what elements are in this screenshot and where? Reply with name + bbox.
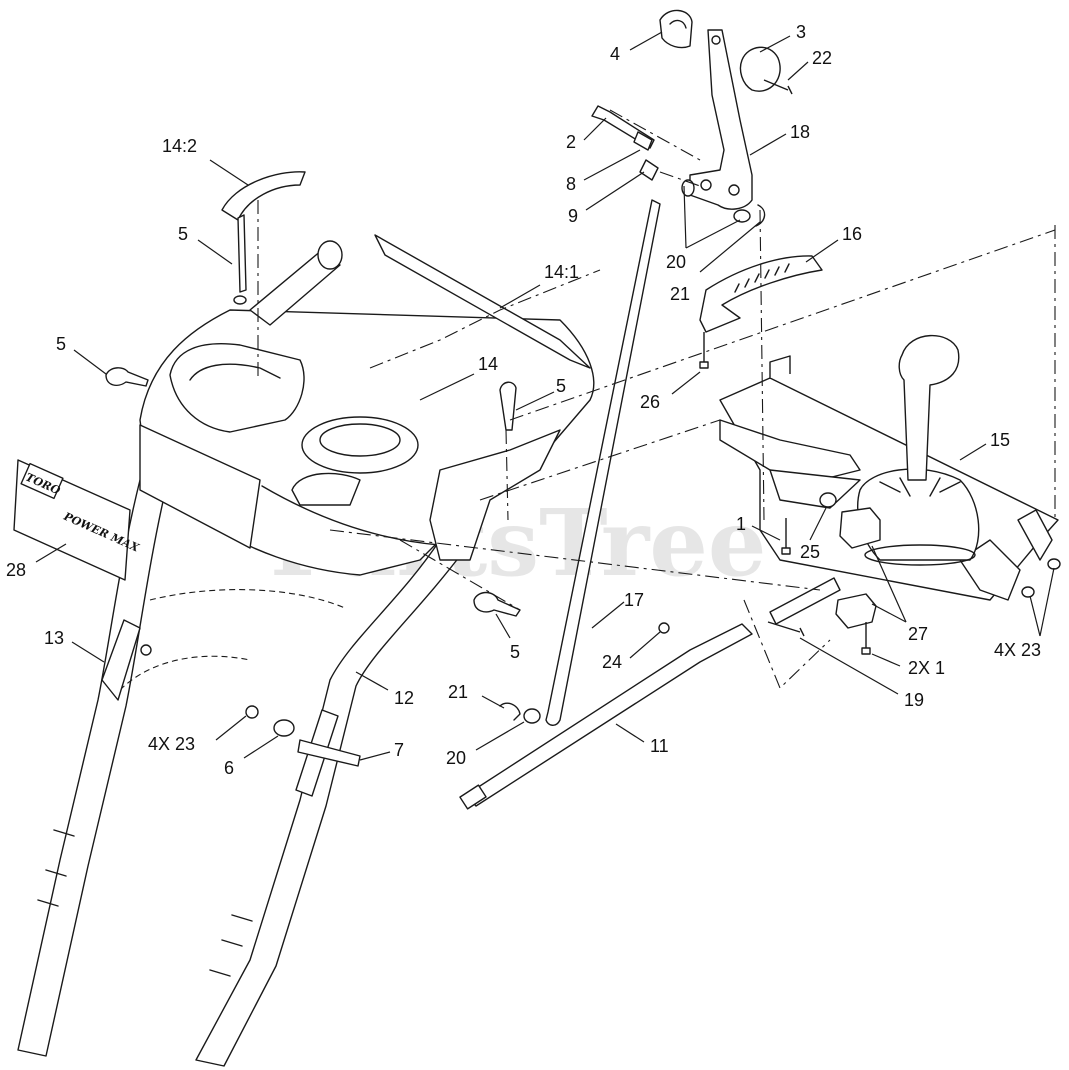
decal-part-14-1 <box>374 234 591 369</box>
callout-13[interactable]: 13 <box>44 628 64 648</box>
callout-16[interactable]: 16 <box>842 224 862 244</box>
callout-22[interactable]: 22 <box>812 48 832 68</box>
callout-14-2[interactable]: 14:2 <box>162 136 197 156</box>
callout-20-upper[interactable]: 20 <box>666 252 686 272</box>
callout-14-1[interactable]: 14:1 <box>544 262 579 282</box>
callout-5-center[interactable]: 5 <box>556 376 566 396</box>
callout-9[interactable]: 9 <box>568 206 578 226</box>
callout-5-left[interactable]: 5 <box>56 334 66 354</box>
callout-20-lower[interactable]: 20 <box>446 748 466 768</box>
decal-part-14-2 <box>221 171 306 221</box>
callout-21-upper[interactable]: 21 <box>670 284 690 304</box>
callout-6[interactable]: 6 <box>224 758 234 778</box>
callout-5-upper-left[interactable]: 5 <box>178 224 188 244</box>
callout-7[interactable]: 7 <box>394 740 404 760</box>
callout-labels: 4 3 22 2 18 14:2 8 9 5 20 16 14:1 21 5 1… <box>6 22 1041 778</box>
panel-part-15 <box>719 334 1059 601</box>
leader-lines <box>35 31 1055 761</box>
link-part-11 <box>465 623 753 807</box>
rod-part-17 <box>545 199 661 726</box>
callout-21-lower[interactable]: 21 <box>448 682 468 702</box>
callout-1-upper[interactable]: 1 <box>736 514 746 534</box>
shift-plate-part-16 <box>699 255 823 333</box>
switch-part-27b <box>835 593 877 629</box>
callout-18[interactable]: 18 <box>790 122 810 142</box>
assembly-lines <box>257 109 1056 689</box>
console-part-14 <box>139 309 595 576</box>
callout-12[interactable]: 12 <box>394 688 414 708</box>
decal-part-28: TORO POWER MAX <box>13 459 141 581</box>
knob-part-4 <box>659 9 693 49</box>
callout-17[interactable]: 17 <box>624 590 644 610</box>
callout-4x23-right[interactable]: 4X 23 <box>994 640 1041 660</box>
callout-8[interactable]: 8 <box>566 174 576 194</box>
callout-26[interactable]: 26 <box>640 392 660 412</box>
callout-3[interactable]: 3 <box>796 22 806 42</box>
callout-2x1[interactable]: 2X 1 <box>908 658 945 678</box>
callout-27[interactable]: 27 <box>908 624 928 644</box>
grip-part <box>249 249 341 326</box>
callout-4x23-left[interactable]: 4X 23 <box>148 734 195 754</box>
callout-2[interactable]: 2 <box>566 132 576 152</box>
callout-19[interactable]: 19 <box>904 690 924 710</box>
callout-4[interactable]: 4 <box>610 44 620 64</box>
shift-lever-part-18 <box>689 29 753 210</box>
callout-5-lower[interactable]: 5 <box>510 642 520 662</box>
callout-14[interactable]: 14 <box>478 354 498 374</box>
switch-part-27 <box>839 507 881 549</box>
callout-24[interactable]: 24 <box>602 652 622 672</box>
callout-15[interactable]: 15 <box>990 430 1010 450</box>
callout-25[interactable]: 25 <box>800 542 820 562</box>
callout-11[interactable]: 11 <box>650 736 669 756</box>
callout-28[interactable]: 28 <box>6 560 26 580</box>
handle-part-12 <box>17 479 467 1067</box>
knob-part-3 <box>739 46 781 92</box>
